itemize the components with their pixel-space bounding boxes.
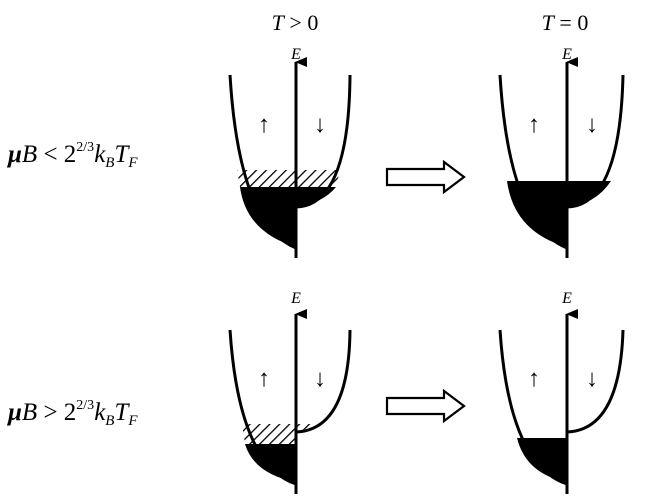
transition-arrow-icon	[385, 388, 466, 424]
spin-up-filled-region	[240, 187, 296, 247]
band-panel-row2-zero-temperature: E ↑ ↓	[498, 290, 625, 494]
spin-up-filled-region	[507, 181, 567, 247]
spin-down-band-curve	[566, 74, 625, 209]
band-panel-row2-finite-temperature: E ↑ ↓	[228, 290, 352, 494]
spin-up-band-curve	[228, 74, 297, 250]
spin-up-band-curve	[228, 329, 297, 486]
condition-row-1: μB < 22/3kBTF	[6, 140, 138, 171]
spin-up-band-curve	[498, 74, 568, 250]
thermal-hatch-region	[237, 170, 340, 187]
spin-down-arrow-icon: ↓	[586, 112, 598, 138]
transition-arrow-icon	[385, 159, 466, 195]
thermal-hatch-region	[242, 424, 296, 444]
spin-up-filled-region	[245, 444, 296, 482]
spin-up-arrow-icon: ↑	[258, 366, 270, 392]
spin-down-band-curve	[295, 74, 352, 209]
energy-axis-label: E	[561, 46, 572, 63]
spin-up-arrow-icon: ↑	[528, 112, 540, 138]
condition-row-2: μB > 22/3kBTF	[6, 398, 138, 429]
spin-down-band-curve	[295, 329, 352, 434]
spin-down-arrow-icon: ↓	[314, 366, 326, 392]
header-t-greater-zero: T > 0	[272, 10, 319, 35]
band-panel-row1-finite-temperature: E ↑ ↓	[228, 46, 352, 258]
energy-axis-label: E	[290, 46, 301, 63]
spin-up-arrow-icon: ↑	[528, 366, 540, 392]
spin-up-filled-region	[517, 438, 567, 482]
spin-down-arrow-icon: ↓	[314, 112, 326, 138]
spin-down-filled-region	[296, 187, 336, 206]
spin-down-arrow-icon: ↓	[586, 366, 598, 392]
energy-axis-label: E	[290, 290, 301, 307]
thermal-hatch-region-spin-down	[296, 424, 313, 432]
spin-up-band-curve	[498, 329, 568, 486]
spin-up-arrow-icon: ↑	[258, 112, 270, 138]
energy-axis-label: E	[561, 290, 572, 307]
band-panel-row1-zero-temperature: E ↑ ↓	[498, 46, 625, 258]
spin-down-filled-region	[567, 181, 611, 206]
spin-down-band-curve	[566, 329, 625, 434]
header-t-equals-zero: T = 0	[542, 10, 589, 35]
